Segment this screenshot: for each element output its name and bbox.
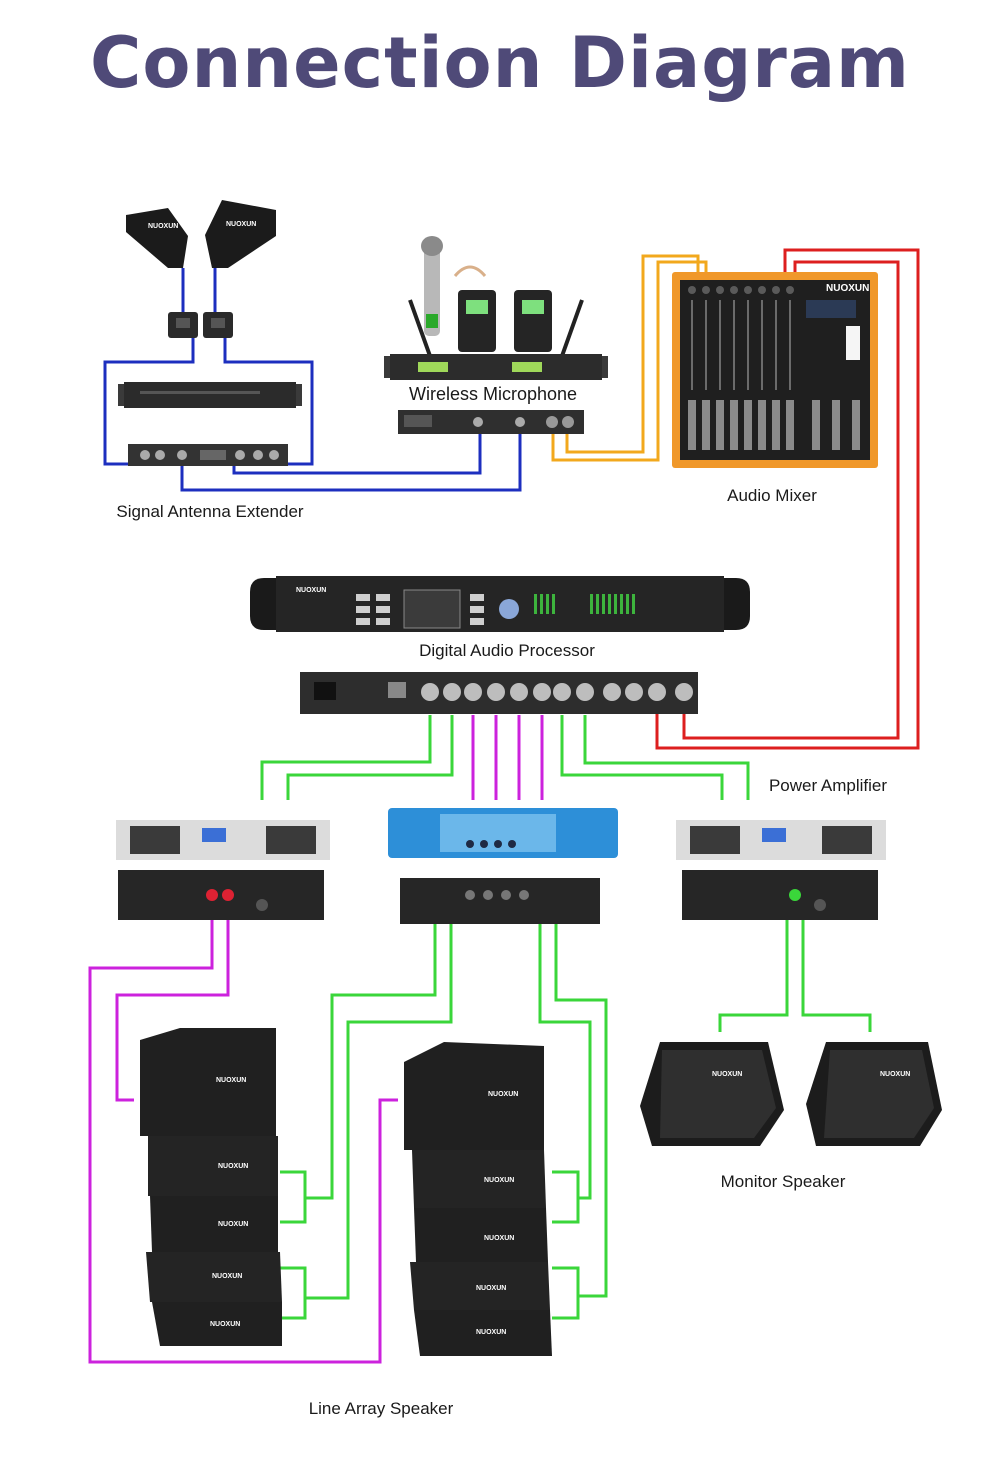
antenna-left-brand: NUOXUN xyxy=(148,223,178,230)
receiver-cable-a xyxy=(180,428,522,492)
left-array-brand-4: NUOXUN xyxy=(212,1273,242,1280)
handheld-mic xyxy=(424,246,440,336)
center-amp-speaker-cables xyxy=(280,900,608,1320)
left-array-link-bottom xyxy=(280,1266,307,1320)
label-digital-audio-processor: Digital Audio Processor xyxy=(419,641,595,660)
right-amp-monitor-cables xyxy=(718,900,872,1032)
proc-to-right-amp-a xyxy=(560,715,724,800)
antenna-right: NUOXUN xyxy=(205,200,276,268)
left-array-link-top xyxy=(280,1170,307,1224)
proc-to-left-amp-a xyxy=(260,715,432,800)
right-array-link-bottom xyxy=(552,1266,580,1320)
right-amp-cable-right-monitor xyxy=(801,900,872,1032)
center-amp-cable-ra xyxy=(538,900,592,1200)
right-array-brand-5: NUOXUN xyxy=(476,1329,506,1336)
label-monitor-speaker: Monitor Speaker xyxy=(721,1172,846,1191)
left-array-brand-2: NUOXUN xyxy=(218,1163,248,1170)
processor-output-cables xyxy=(260,715,750,800)
mixer-to-processor-cable-b xyxy=(682,260,900,740)
label-wireless-microphone: Wireless Microphone xyxy=(409,384,577,404)
right-array-link-top xyxy=(552,1170,580,1224)
label-signal-antenna-extender: Signal Antenna Extender xyxy=(116,502,303,521)
left-amp-cable-inner xyxy=(115,915,230,1102)
antenna-left: NUOXUN xyxy=(126,208,188,268)
right-amp-cable-left-monitor xyxy=(718,900,789,1032)
label-audio-mixer: Audio Mixer xyxy=(727,486,817,505)
mixer-input-cables xyxy=(551,254,708,462)
antenna-extender-front xyxy=(118,382,302,408)
mixer-brand: NUOXUN xyxy=(826,283,869,294)
power-amplifier-left xyxy=(116,820,330,920)
left-amp-speaker-cables xyxy=(88,915,398,1364)
bodypack-left xyxy=(458,290,496,352)
bodypack-right xyxy=(514,290,552,352)
left-array-brand-5: NUOXUN xyxy=(210,1321,240,1328)
proc-to-left-amp-b xyxy=(286,715,454,800)
power-amplifier-center xyxy=(388,808,618,924)
audio-mixer: NUOXUN xyxy=(672,272,878,468)
monitor-right-brand: NUOXUN xyxy=(880,1071,910,1078)
antenna-booster-left xyxy=(168,312,198,338)
center-amp-cable-lb xyxy=(305,900,453,1300)
left-amp-cable-outer xyxy=(88,915,398,1364)
antenna-extender-back xyxy=(128,444,288,466)
processor-brand: NUOXUN xyxy=(296,587,326,594)
headset-mic xyxy=(453,265,487,277)
right-array-brand-4: NUOXUN xyxy=(476,1285,506,1292)
power-amplifier-right xyxy=(676,820,886,920)
monitor-left-brand: NUOXUN xyxy=(712,1071,742,1078)
left-array-brand-3: NUOXUN xyxy=(218,1221,248,1228)
mic-to-mixer-cable-a xyxy=(551,260,708,462)
left-array-brand-1: NUOXUN xyxy=(216,1077,246,1084)
line-array-speaker-right: NUOXUN NUOXUN NUOXUN NUOXUN NUOXUN xyxy=(404,1042,552,1356)
receiver-cable-b xyxy=(232,428,482,475)
wireless-microphone-set xyxy=(384,236,608,380)
right-array-brand-2: NUOXUN xyxy=(484,1177,514,1184)
antenna-right-brand: NUOXUN xyxy=(226,221,256,228)
mic-to-mixer-cable-b xyxy=(565,254,700,454)
monitor-speaker-right: NUOXUN xyxy=(806,1042,942,1146)
digital-audio-processor-back xyxy=(300,672,698,714)
mixer-output-cables xyxy=(655,248,920,750)
mixer-to-processor-cable-a xyxy=(655,248,920,750)
processor-center-cables xyxy=(471,715,544,800)
center-amp-cable-la xyxy=(305,900,437,1200)
proc-to-right-amp-b xyxy=(583,715,750,800)
antenna-booster-right xyxy=(203,312,233,338)
receiver-back xyxy=(398,410,584,434)
right-array-brand-3: NUOXUN xyxy=(484,1235,514,1242)
antenna-cables xyxy=(103,268,522,492)
label-line-array-speaker: Line Array Speaker xyxy=(309,1399,454,1418)
extender-cable-right xyxy=(223,338,314,466)
right-array-brand-1: NUOXUN xyxy=(488,1091,518,1098)
digital-audio-processor-front: NUOXUN xyxy=(250,576,750,632)
monitor-speaker-left: NUOXUN xyxy=(640,1042,784,1146)
center-amp-cable-rb xyxy=(554,900,608,1298)
page-title: Connection Diagram xyxy=(90,22,910,104)
label-power-amplifier: Power Amplifier xyxy=(769,776,887,795)
line-array-speaker-left: NUOXUN NUOXUN NUOXUN NUOXUN NUOXUN xyxy=(140,1028,282,1346)
extender-cable-left xyxy=(103,338,195,466)
